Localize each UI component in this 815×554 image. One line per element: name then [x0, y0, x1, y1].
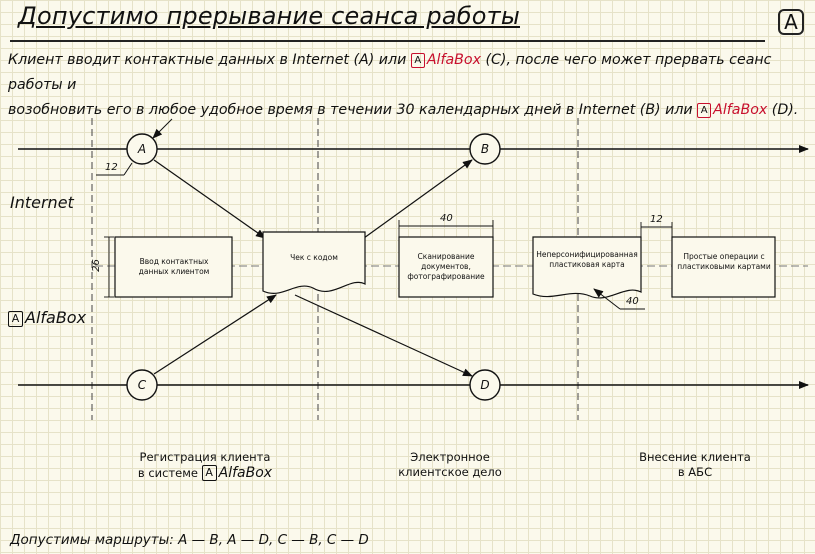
stage-abs-line1: Внесение клиента — [639, 450, 751, 464]
alfabox-logo-icon: A — [697, 103, 712, 118]
flow-c-to-check — [153, 294, 277, 375]
stage-abs-line2: в АБС — [677, 465, 713, 479]
dimension-arrow — [593, 288, 621, 310]
scan-box-label: Сканирование документов, фотографировани… — [407, 252, 485, 281]
scan-box — [398, 236, 494, 298]
lane-alfabox-text: AlfaBox — [25, 308, 87, 327]
description-line1-start: Клиент вводит контактные данных в Intern… — [8, 52, 411, 68]
stage-dossier-line1: Электронное — [410, 450, 490, 464]
card-label: Неперсонифицированная пластиковая карта — [536, 250, 638, 269]
flow-check-to-b — [363, 159, 473, 239]
alfa-logo-icon: A — [778, 9, 804, 35]
node-b-label: B — [480, 142, 490, 156]
alfabox-logo-icon: A — [201, 465, 217, 481]
stage-dossier: Электронное клиентское дело — [385, 450, 515, 480]
description-line1-end: (C), после чего может прервать сеанс раб… — [8, 52, 772, 93]
description-line2-end: (D). — [767, 102, 799, 118]
alfabox-logo-icon: A — [8, 311, 23, 327]
dimension-label: 40 — [626, 296, 639, 307]
node-a-circle — [126, 133, 158, 165]
node-d-circle — [469, 369, 501, 401]
node-c-label: C — [137, 378, 147, 392]
node-a-label: A — [137, 142, 147, 156]
check-document-shape — [262, 231, 366, 294]
ops-box — [671, 236, 776, 298]
input-box-label: Ввод контактных данных клиентом — [138, 257, 210, 276]
dimension-leader — [123, 162, 133, 176]
input-box — [114, 236, 233, 298]
stage-registration-brand: AlfaBox — [218, 465, 273, 481]
alfabox-logo-icon: A — [410, 53, 425, 68]
alfabox-brand-text: AlfaBox — [713, 102, 768, 118]
lane-label-internet: Internet — [10, 193, 74, 212]
flow-check-to-d — [294, 294, 473, 377]
node-b-circle — [469, 133, 501, 165]
dimension-label: 26 — [90, 259, 102, 272]
dimension-label: 40 — [440, 213, 453, 224]
stage-abs: Внесение клиента в АБС — [630, 450, 760, 480]
page-title: Допустимо прерывание сеанса работы — [18, 2, 520, 30]
flow-a-to-check — [153, 159, 266, 239]
dimension-label: 12 — [650, 214, 663, 225]
dimension-label: 12 — [105, 162, 118, 173]
stage-dossier-line2: клиентское дело — [398, 465, 502, 479]
dimension-arrow — [152, 118, 173, 139]
title-underline — [10, 40, 765, 42]
description-text: Клиент вводит контактные данных в Intern… — [8, 48, 808, 123]
ops-box-label: Простые операции с пластиковыми картами — [677, 252, 771, 271]
allowed-routes: Допустимы маршруты: A — B, A — D, C — B,… — [10, 532, 369, 548]
stage-registration-line2: в системе — [137, 466, 198, 480]
node-d-label: D — [480, 378, 490, 392]
card-document-shape — [532, 236, 642, 299]
stage-registration-line1: Регистрация клиента — [139, 450, 271, 464]
node-c-circle — [126, 369, 158, 401]
check-label: Чек с кодом — [290, 253, 338, 262]
description-line2-start: возобновить его в любое удобное время в … — [8, 102, 698, 118]
alfabox-brand-text: AlfaBox — [426, 52, 481, 68]
